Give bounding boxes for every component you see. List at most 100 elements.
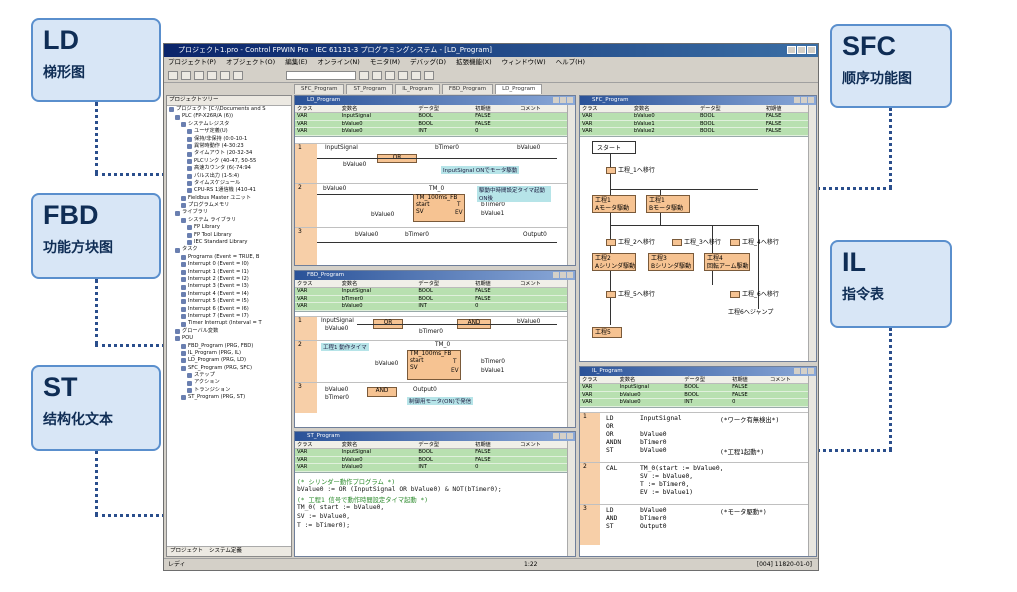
fbd-network-3[interactable]: 3 bValue0 bTimer0 AND Output0 制御用モータ(ON)… — [295, 381, 575, 413]
sfc-transition-3[interactable]: 工程_3へ移行 — [672, 237, 721, 246]
new-icon[interactable] — [168, 70, 178, 80]
ld-rung-1[interactable]: 1 InputSignal bValue0 OR bTimer0 bValue0… — [295, 142, 575, 184]
tree-item[interactable]: 高速カウンタ (6(-74:94 — [167, 165, 291, 172]
tree-item[interactable]: タイムスケジュール — [167, 180, 291, 187]
tree-item[interactable]: Interrupt 4 (Event = I4) — [167, 291, 291, 298]
menu-project[interactable]: プロジェクト(P) — [168, 58, 216, 66]
tab-st-program[interactable]: ST_Program — [346, 84, 394, 94]
compile-icon[interactable] — [359, 70, 369, 80]
open-icon[interactable] — [181, 70, 191, 80]
tree-item[interactable]: Programs (Event = TRUE, B — [167, 254, 291, 261]
tree-item[interactable]: Interrupt 7 (Event = I7) — [167, 313, 291, 320]
menu-online[interactable]: オンライン(N) — [317, 58, 360, 66]
tree-item[interactable]: IL_Program (PRG, IL) — [167, 350, 291, 357]
tree-item[interactable]: 異常時動作 (4-30:23 — [167, 143, 291, 150]
copy-icon[interactable] — [233, 70, 243, 80]
fbd-scrollbar[interactable] — [567, 280, 575, 427]
sfc-transition-4[interactable]: 工程_4へ移行 — [730, 237, 779, 246]
menu-edit[interactable]: 編集(E) — [285, 58, 308, 66]
st-scrollbar[interactable] — [567, 441, 575, 556]
cut-icon[interactable] — [220, 70, 230, 80]
menu-window[interactable]: ウィンドウ(W) — [501, 58, 546, 66]
save-icon[interactable] — [194, 70, 204, 80]
tree-item[interactable]: ステップ — [167, 372, 291, 379]
tree-item[interactable]: トランジション — [167, 387, 291, 394]
menu-extensions[interactable]: 拡張機能(X) — [456, 58, 492, 66]
stop-icon[interactable] — [411, 70, 421, 80]
tree-item[interactable]: アクション — [167, 379, 291, 386]
tree-item[interactable]: PLCリンク (40-47, 50-55 — [167, 158, 291, 165]
help-icon[interactable] — [424, 70, 434, 80]
tree-item[interactable]: ST_Program (PRG, ST) — [167, 394, 291, 401]
menu-monitor[interactable]: モニタ(M) — [369, 58, 401, 66]
tree-item[interactable]: Interrupt 6 (Event = I6) — [167, 306, 291, 313]
tree-item[interactable]: システムレジスタ — [167, 121, 291, 128]
monitor-icon[interactable] — [385, 70, 395, 80]
tree-item[interactable]: POU — [167, 335, 291, 342]
run-icon[interactable] — [398, 70, 408, 80]
sfc-transition-2[interactable]: 工程_2へ移行 — [606, 237, 655, 246]
download-icon[interactable] — [372, 70, 382, 80]
menu-object[interactable]: オブジェクト(O) — [226, 58, 276, 66]
tab-project[interactable]: プロジェクト — [170, 548, 204, 554]
sfc-jump[interactable]: 工程6へジャンプ — [728, 308, 774, 316]
tree-item[interactable]: タイムアウト (20-32-34 — [167, 150, 291, 157]
tree-item[interactable]: プログラムメモリ — [167, 202, 291, 209]
tab-il-program[interactable]: IL_Program — [395, 84, 440, 94]
sfc-transition-1[interactable]: 工程_1へ移行 — [606, 165, 655, 174]
il-scrollbar[interactable] — [808, 376, 816, 556]
tree-item[interactable]: プロジェクト [C:\\Documents and S — [167, 106, 291, 113]
tree-item[interactable]: ユーザ定義(U) — [167, 128, 291, 135]
tree-item[interactable]: SFC_Program (PRG, SFC) — [167, 365, 291, 372]
tree-item[interactable]: Interrupt 5 (Event = I5) — [167, 298, 291, 305]
ld-rung-3[interactable]: 3 bValue0 bTimer0 Output0 — [295, 226, 575, 265]
sfc-transition-5[interactable]: 工程_5へ移行 — [606, 289, 655, 298]
tree-item[interactable]: LD_Program (PRG, LD) — [167, 357, 291, 364]
print-icon[interactable] — [207, 70, 217, 80]
menu-debug[interactable]: デバッグ(D) — [410, 58, 447, 66]
sfc-step-start[interactable]: スタート — [592, 140, 636, 154]
fbd-network-1[interactable]: 1 InputSignal bValue0 OR bTimer0 AND bVa… — [295, 315, 575, 341]
tree-item[interactable]: グローバル変数 — [167, 328, 291, 335]
sfc-step-1b[interactable]: 工程1 Bモータ駆動 — [646, 194, 690, 213]
tree-item[interactable]: PLC (FP-X26R/A (6)) — [167, 113, 291, 120]
tree-item[interactable]: CPU-RS 1通信機 (410-41 — [167, 187, 291, 194]
tree-item[interactable]: Interrupt 0 (Event = I0) — [167, 261, 291, 268]
tree-item[interactable]: ライブラリ — [167, 209, 291, 216]
tree-item[interactable]: システム ライブラリ — [167, 217, 291, 224]
maximize-button[interactable] — [797, 46, 806, 54]
st-code[interactable]: (* シリンダー動作プログラム *) bValue0 := OR (InputS… — [295, 471, 575, 557]
minimize-button[interactable] — [787, 46, 796, 54]
tree-item[interactable]: FP Library — [167, 224, 291, 231]
tree-item[interactable]: パルス出力 (1-5:4) — [167, 173, 291, 180]
tab-fbd-program[interactable]: FBD_Program — [441, 84, 494, 94]
tree-item[interactable]: Interrupt 3 (Event = I3) — [167, 283, 291, 290]
sfc-step-4[interactable]: 工程4 回転アーム駆動 — [704, 252, 750, 271]
sfc-step-3[interactable]: 工程3 Bシリンダ駆動 — [648, 252, 694, 271]
tree-item[interactable]: IEC Standard Library — [167, 239, 291, 246]
tree-item[interactable]: 保持/非保持 (0:0-10-1 — [167, 136, 291, 143]
sfc-step-5[interactable]: 工程5 — [592, 326, 622, 338]
tree-item[interactable]: Interrupt 2 (Event = I2) — [167, 276, 291, 283]
tree-item[interactable]: タスク — [167, 246, 291, 253]
menu-help[interactable]: ヘルプ(H) — [555, 58, 586, 66]
sfc-scrollbar[interactable] — [808, 105, 816, 361]
